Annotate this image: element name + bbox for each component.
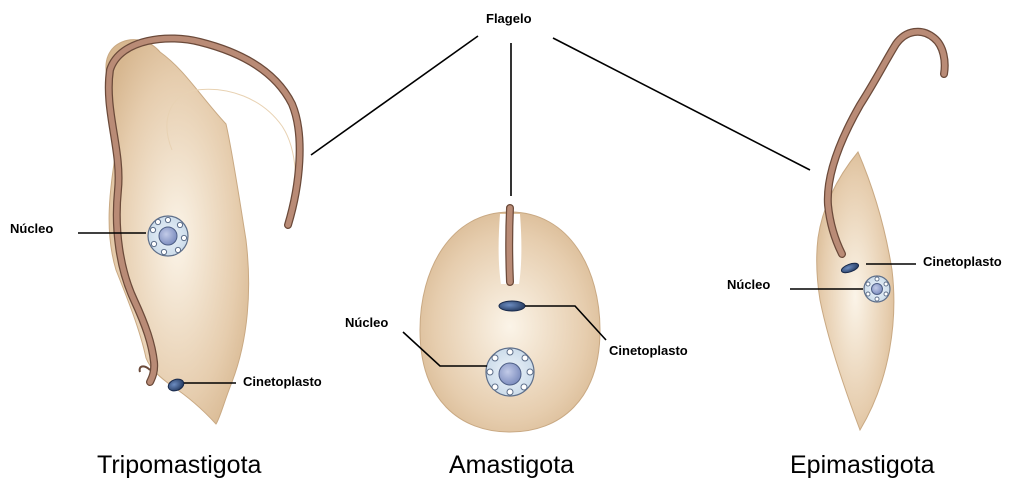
flagelo-label: Flagelo — [486, 11, 532, 26]
epimastigota-nucleo-label: Núcleo — [727, 277, 770, 292]
amastigota-kinetoplast — [499, 301, 525, 311]
epimastigota-nucleus — [864, 276, 890, 302]
tripomastigota-nucleus — [148, 216, 188, 256]
tripomastigota-caption: Tripomastigota — [97, 451, 261, 480]
epimastigota-cinetoplasto-label: Cinetoplasto — [923, 254, 1002, 269]
flagelo-pointer-lines — [311, 36, 810, 196]
tripomastigota-cell — [106, 40, 296, 424]
tripomastigota-nucleo-label: Núcleo — [10, 221, 53, 236]
amastigota-cinetoplasto-label: Cinetoplasto — [609, 343, 688, 358]
amastigota-nucleo-label: Núcleo — [345, 315, 388, 330]
epimastigota-caption: Epimastigota — [790, 451, 935, 480]
amastigota-nucleus — [486, 348, 534, 396]
tripomastigota-cinetoplasto-label: Cinetoplasto — [243, 374, 322, 389]
amastigota-flagellum — [509, 208, 510, 282]
amastigota-caption: Amastigota — [449, 451, 574, 480]
